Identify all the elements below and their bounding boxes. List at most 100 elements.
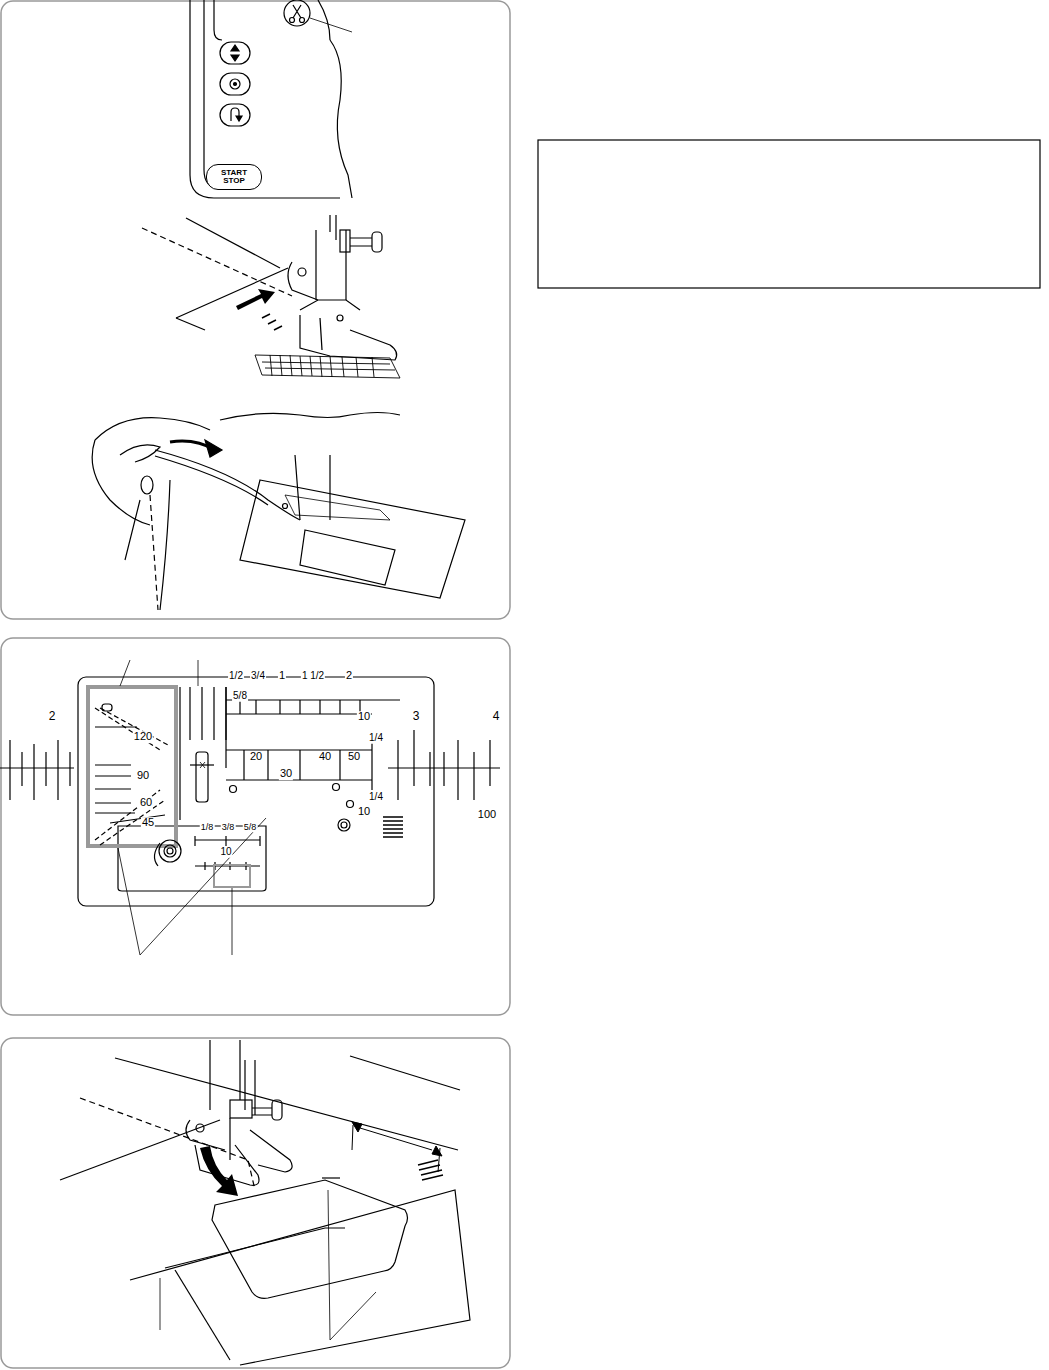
reverse-button-part bbox=[236, 116, 242, 121]
needle-plate bbox=[78, 677, 434, 906]
hand-and-fabric-part bbox=[155, 456, 268, 505]
panel-frames bbox=[1, 1, 510, 1368]
presser-foot-part bbox=[330, 215, 336, 240]
presser-foot-part bbox=[298, 268, 306, 276]
hand-and-fabric-part bbox=[150, 495, 158, 610]
thread-cutter-button-part bbox=[293, 5, 301, 18]
machine-head-part bbox=[330, 40, 352, 198]
scale-number: 1 bbox=[278, 670, 286, 682]
bed-perspective-part bbox=[115, 1058, 458, 1150]
presser-foot bbox=[288, 215, 397, 360]
fabric-sewing-part bbox=[142, 228, 292, 296]
scale-number: 10 bbox=[219, 847, 232, 858]
leader-lines-corner bbox=[160, 1190, 376, 1340]
presser-foot-corner-part bbox=[245, 1060, 255, 1115]
needle-plate-part bbox=[200, 762, 205, 768]
thread-cutter-button-part bbox=[290, 18, 295, 23]
hand-and-fabric-part bbox=[155, 450, 300, 520]
machine-bed-part bbox=[285, 495, 390, 520]
needle-plate-part bbox=[333, 784, 340, 791]
needle-plate-part bbox=[154, 843, 160, 866]
hand-and-fabric-part bbox=[120, 445, 160, 462]
machine-bed-part bbox=[240, 480, 465, 598]
presser-foot-corner-part bbox=[186, 1120, 225, 1150]
panel-frames-part bbox=[1, 1038, 510, 1368]
leader-lines-part bbox=[232, 888, 233, 955]
scale-number: 3/4 bbox=[250, 671, 266, 682]
scale-number: 1/4 bbox=[368, 792, 384, 803]
fabric-sewing-part bbox=[186, 218, 280, 268]
auto-lock-button-part bbox=[234, 83, 237, 86]
needle-plate-part bbox=[226, 740, 372, 790]
machine-bed bbox=[220, 413, 465, 599]
machine-bed-part bbox=[220, 413, 400, 421]
presser-foot-corner-part bbox=[250, 1130, 292, 1172]
machine-head bbox=[190, 0, 352, 198]
scale-number: 50 bbox=[347, 751, 361, 763]
seam-guide bbox=[255, 355, 400, 378]
needle-plate-part bbox=[78, 677, 434, 906]
needle-plate-part bbox=[195, 836, 260, 846]
scale-number: 40 bbox=[318, 751, 332, 763]
seam-guide-part bbox=[262, 362, 395, 370]
thread-cutter-button bbox=[284, 0, 352, 32]
presser-foot-part bbox=[337, 315, 343, 321]
cornering-guide-part bbox=[322, 1177, 340, 1178]
scale-number: 1/2 bbox=[228, 671, 244, 682]
presser-foot-part bbox=[372, 232, 382, 252]
needle-plate-part bbox=[338, 819, 350, 831]
hand-and-fabric-part bbox=[170, 441, 215, 450]
leader-lines-corner-part bbox=[328, 1190, 376, 1340]
scale-number: 20 bbox=[249, 751, 263, 763]
presser-foot-corner bbox=[186, 1040, 292, 1185]
scale-number: 45 bbox=[141, 817, 155, 829]
scale-number: 30 bbox=[279, 768, 293, 780]
scale-number: 3/8 bbox=[221, 823, 236, 832]
leader-lines bbox=[118, 660, 266, 955]
needle-up-down-button-part bbox=[220, 42, 250, 64]
presser-foot-part bbox=[340, 230, 350, 252]
needle-plate-part bbox=[95, 708, 168, 750]
feed-arrow-part bbox=[262, 314, 282, 330]
presser-foot-corner-part bbox=[230, 1100, 252, 1118]
thread-cutter-button-part bbox=[284, 0, 310, 26]
auto-lock-button-part bbox=[230, 79, 240, 89]
needle-up-down-button-part bbox=[231, 45, 239, 61]
extension-scales-part bbox=[388, 730, 500, 800]
presser-foot-part bbox=[316, 230, 346, 300]
scale-number: 10 bbox=[357, 806, 371, 818]
feed-arrow bbox=[236, 289, 282, 330]
leader-lines-part bbox=[120, 660, 198, 686]
cornering-guide-part bbox=[212, 1180, 408, 1298]
seam-guide-part bbox=[255, 355, 400, 378]
hand-and-fabric-part bbox=[141, 476, 153, 494]
thread-cutter-button-part bbox=[300, 18, 305, 23]
presser-foot-part bbox=[320, 318, 322, 350]
scale-number: 4 bbox=[492, 710, 501, 723]
machine-bed-part bbox=[300, 530, 395, 585]
dimension-arrows-part bbox=[360, 1128, 432, 1150]
button: START STOP bbox=[206, 164, 262, 190]
bed-perspective-part bbox=[350, 1056, 460, 1090]
needle-plate-part bbox=[167, 848, 173, 854]
needle-plate-part bbox=[196, 752, 208, 802]
scale-number: 3 bbox=[412, 710, 421, 723]
hand-and-fabric bbox=[92, 418, 300, 610]
hand-and-fabric-part bbox=[125, 480, 170, 610]
needle-up-down-button bbox=[220, 42, 250, 64]
fabric-sewing-part bbox=[176, 268, 288, 318]
presser-foot-part bbox=[288, 262, 318, 300]
scale-number: 2 bbox=[48, 710, 57, 723]
scale-number: 5/8 bbox=[243, 823, 258, 832]
extension-scales-part bbox=[0, 740, 74, 800]
extension-scales bbox=[0, 730, 500, 800]
machine-head-part bbox=[214, 0, 222, 40]
leader-lines-part bbox=[118, 818, 266, 955]
needle-plate-part bbox=[164, 845, 176, 857]
dimension-arrows bbox=[352, 1122, 442, 1172]
machine-head-part bbox=[190, 0, 340, 198]
needle-plate-part bbox=[347, 801, 354, 808]
needle-plate-part bbox=[95, 790, 165, 845]
